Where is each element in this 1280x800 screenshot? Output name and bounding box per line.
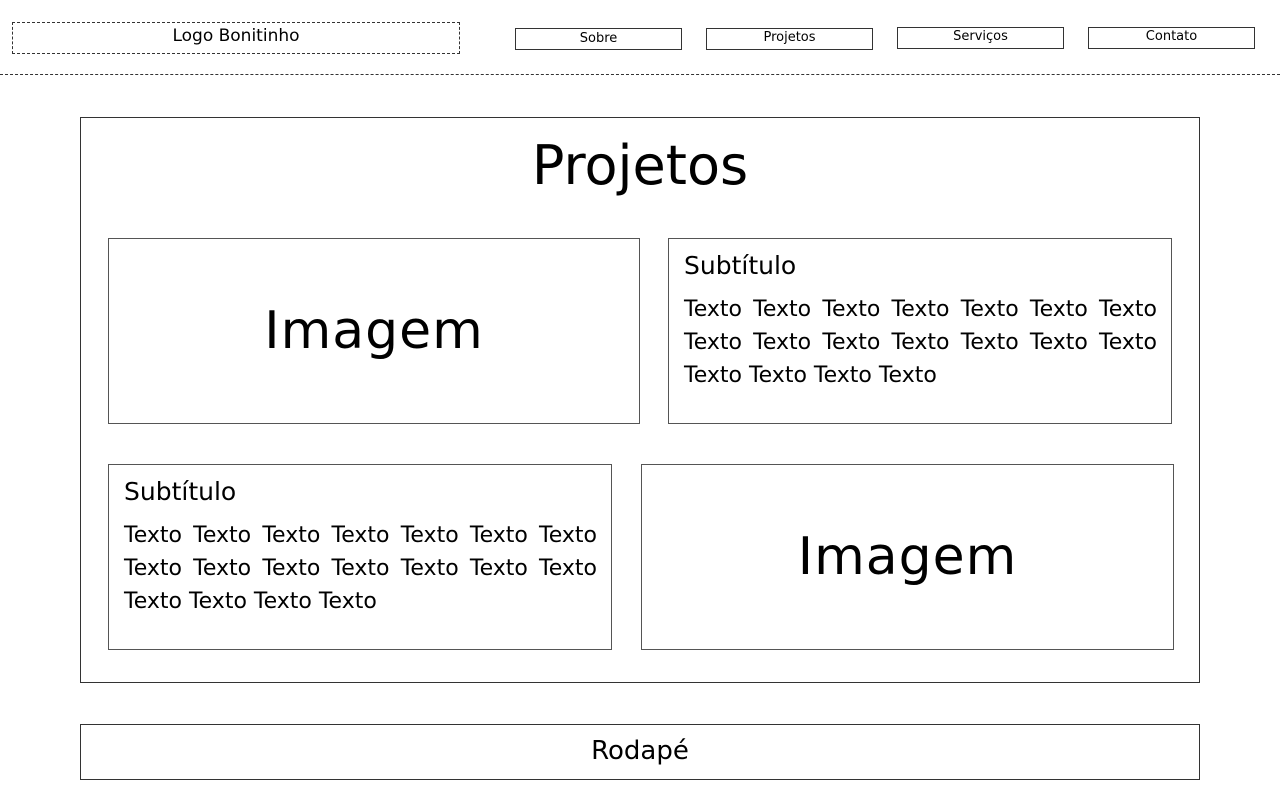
project-subtitle: Subtítulo: [124, 477, 237, 506]
project-subtitle: Subtítulo: [684, 251, 797, 280]
nav-servicos-button[interactable]: Serviços: [897, 27, 1064, 49]
image-placeholder-label: Imagem: [797, 527, 1018, 587]
nav-projetos-button[interactable]: Projetos: [706, 28, 873, 50]
projects-section: Projetos Imagem Subtítulo Texto Texto Te…: [80, 117, 1200, 683]
nav-contato-button[interactable]: Contato: [1088, 27, 1255, 49]
project-image-placeholder: Imagem: [108, 238, 640, 424]
project-text-card: Subtítulo Texto Texto Texto Texto Texto …: [668, 238, 1172, 424]
page-title: Projetos: [531, 134, 749, 197]
footer: Rodapé: [80, 724, 1200, 780]
logo[interactable]: Logo Bonitinho: [12, 22, 460, 54]
project-body-text: Texto Texto Texto Texto Texto Texto Text…: [684, 297, 1157, 388]
image-placeholder-label: Imagem: [264, 301, 484, 361]
project-body-text: Texto Texto Texto Texto Texto Texto Text…: [124, 523, 597, 614]
project-image-placeholder: Imagem: [641, 464, 1174, 650]
header-divider: [0, 74, 1280, 75]
nav-sobre-button[interactable]: Sobre: [515, 28, 682, 50]
project-text-card: Subtítulo Texto Texto Texto Texto Texto …: [108, 464, 612, 650]
